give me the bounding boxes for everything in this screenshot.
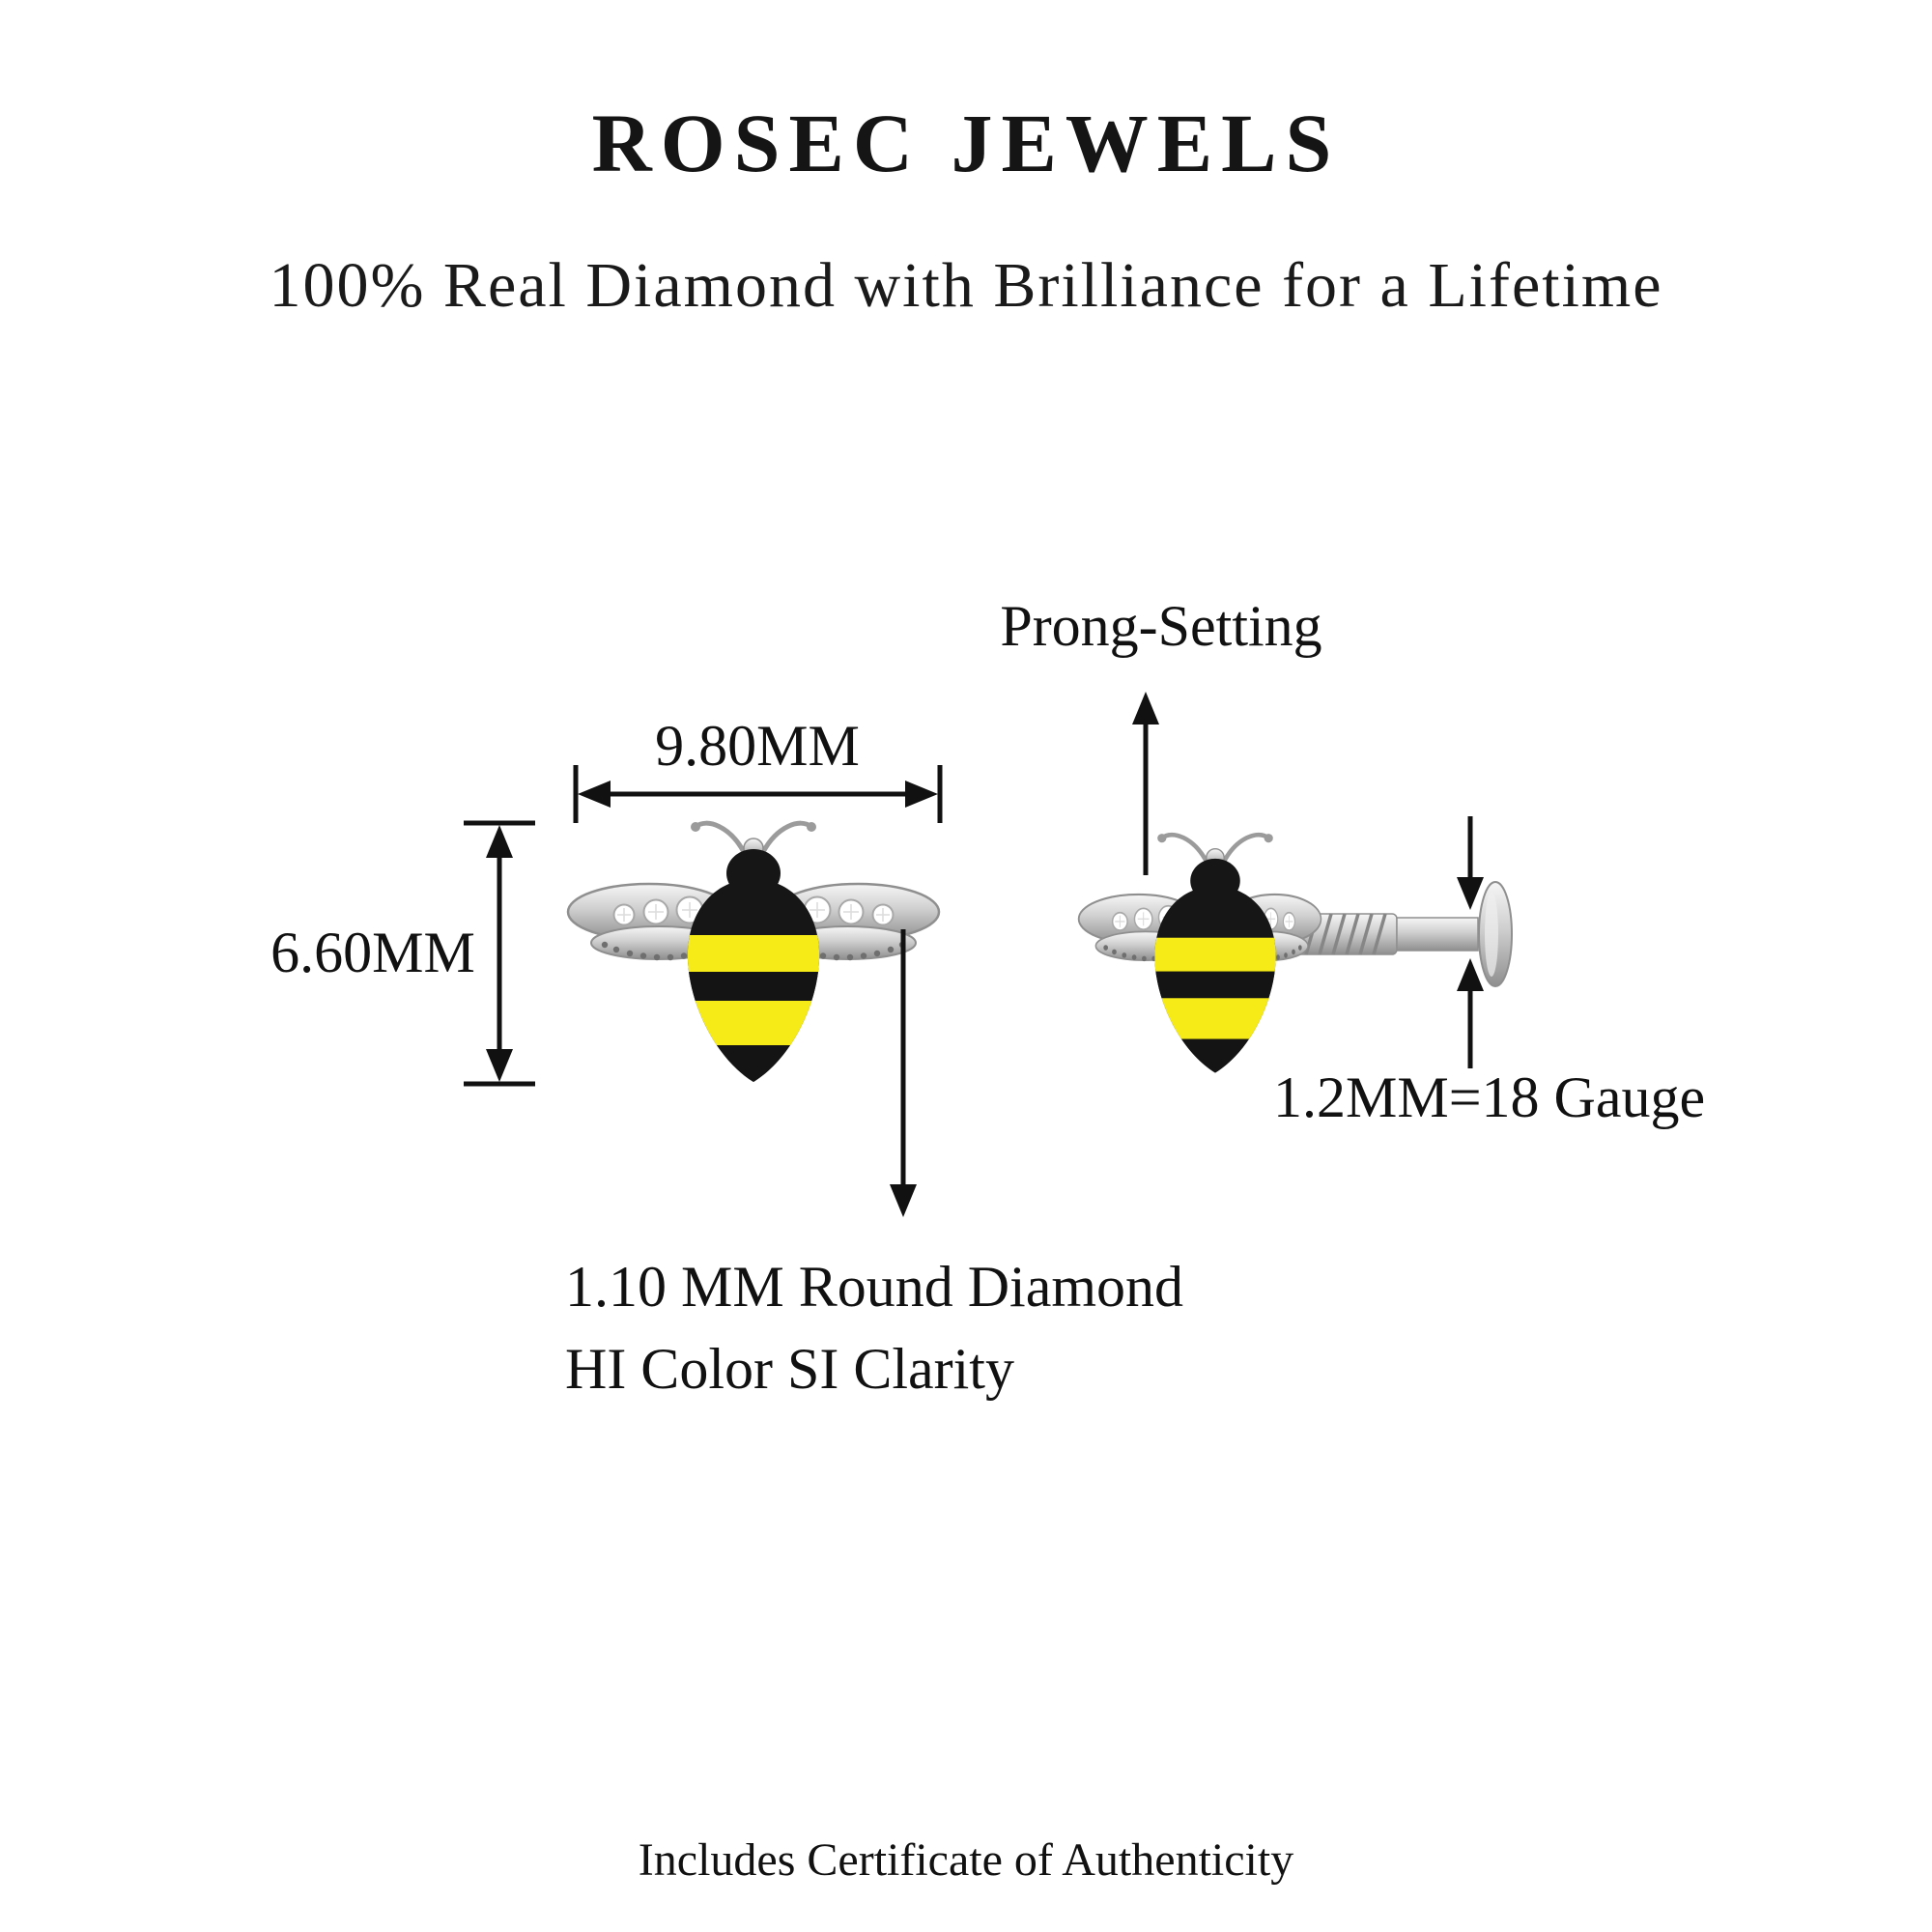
gauge-arrows [1457,816,1484,1068]
diamond-spec-line2: HI Color SI Clarity [565,1337,1014,1402]
height-dimension-arrow [464,820,535,1087]
brand-title: ROSEC JEWELS [591,97,1341,189]
height-dimension-label: 6.60MM [270,921,475,984]
diamond-pointer-arrow [890,929,917,1217]
diamond-spec-line1: 1.10 MM Round Diamond [565,1255,1184,1319]
bee-side-illustration [1077,834,1322,1074]
prong-setting-arrow [1132,692,1159,875]
brand-tagline: 100% Real Diamond with Brilliance for a … [269,250,1663,321]
certificate-note: Includes Certificate of Authenticity [638,1834,1294,1886]
gauge-label: 1.2MM=18 Gauge [1273,1065,1706,1129]
width-dimension-label: 9.80MM [655,714,860,778]
bee-front-illustration [566,822,941,1084]
prong-setting-label: Prong-Setting [1000,594,1322,658]
width-dimension-arrow [573,765,943,823]
diamond-spec-label: 1.10 MM Round Diamond HI Color SI Clarit… [565,1246,1183,1410]
